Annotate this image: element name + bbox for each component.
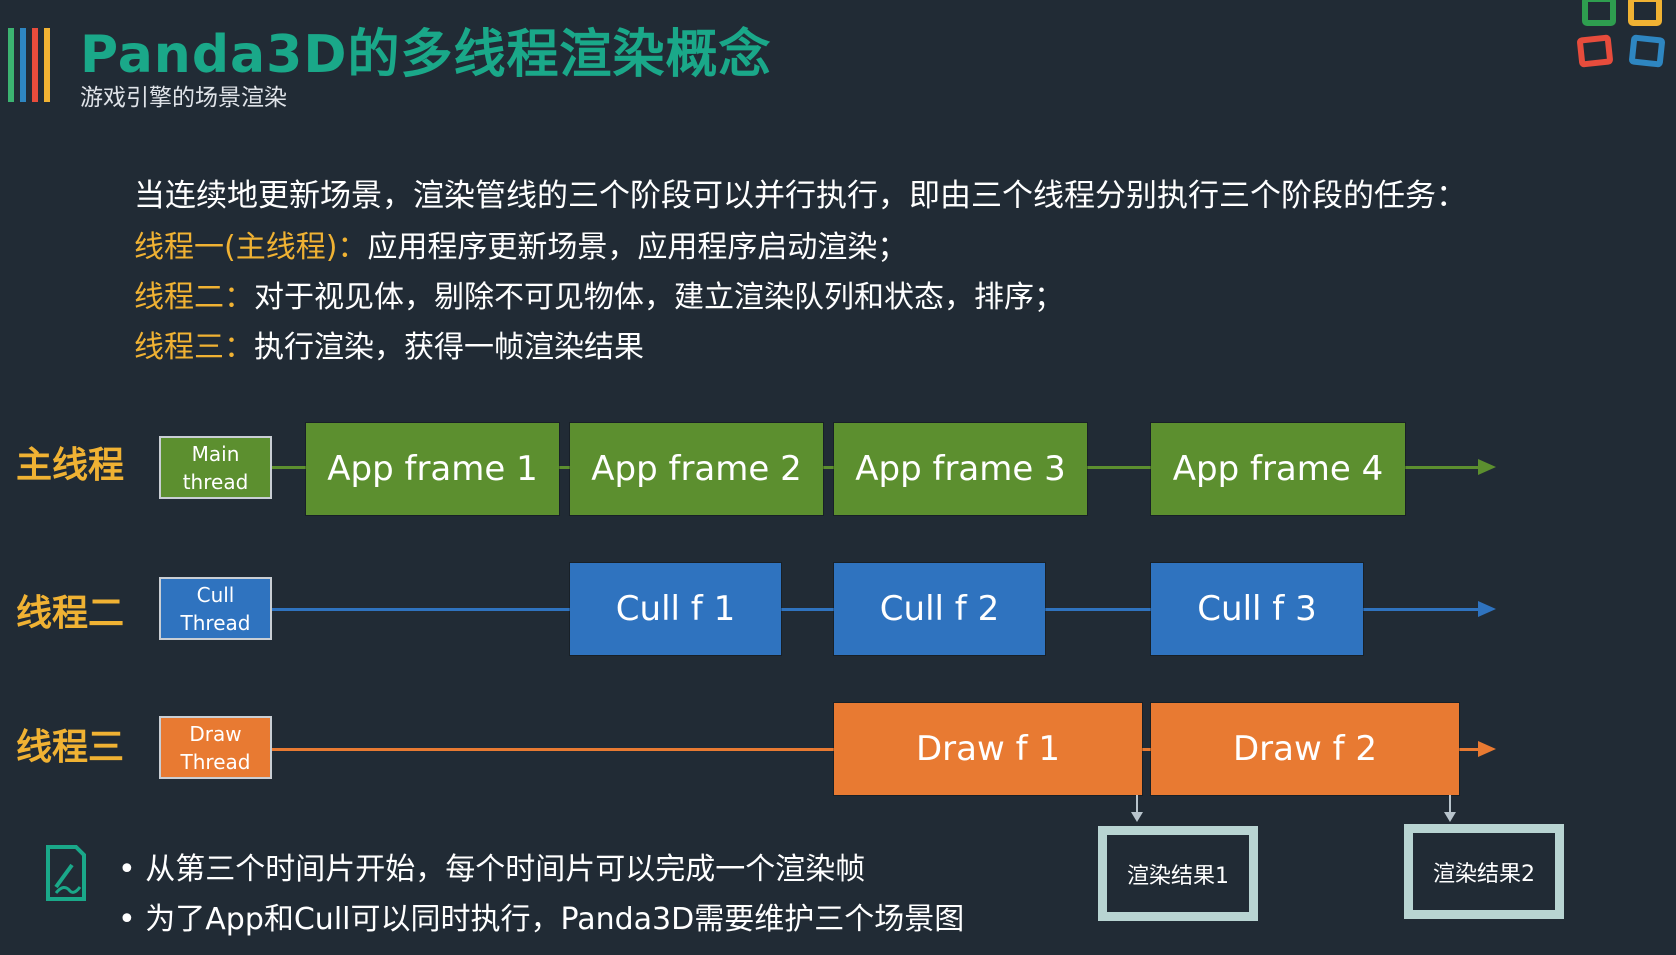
cull-thread-box: Cull Thread xyxy=(159,577,272,640)
note-item-1: • 从第三个时间片开始，每个时间片可以完成一个渲染帧 xyxy=(118,844,865,888)
thread-desc-label: 线程二： xyxy=(134,280,254,315)
result-connector xyxy=(1449,795,1451,815)
arrow-right-icon xyxy=(1478,601,1496,617)
accent-bar-green xyxy=(8,28,14,102)
app-frame-block: App frame 2 xyxy=(570,423,823,515)
arrow-down-icon xyxy=(1131,812,1143,822)
edit-note-icon xyxy=(46,845,86,901)
note-item-2: • 为了App和Cull可以同时执行，Panda3D需要维护三个场景图 xyxy=(118,894,964,938)
app-frame-block: App frame 4 xyxy=(1151,423,1405,515)
render-result-box: 渲染结果2 xyxy=(1404,824,1564,919)
arrow-right-icon xyxy=(1478,459,1496,475)
arrow-down-icon xyxy=(1444,812,1456,822)
thread-desc-label: 线程三： xyxy=(134,330,254,365)
bullet-icon: • xyxy=(118,852,136,887)
accent-bar-red xyxy=(32,28,38,102)
accent-bar-blue xyxy=(20,28,26,102)
lane-label-draw: 线程三 xyxy=(16,727,125,768)
render-result-box: 渲染结果1 xyxy=(1098,826,1258,921)
lane-label-main: 主线程 xyxy=(16,445,125,486)
app-frame-block: App frame 1 xyxy=(306,423,559,515)
accent-bar-yellow xyxy=(44,28,50,102)
draw-block: Draw f 2 xyxy=(1151,703,1459,795)
arrow-right-icon xyxy=(1478,741,1496,757)
draw-block: Draw f 1 xyxy=(834,703,1142,795)
note-text: 从第三个时间片开始，每个时间片可以完成一个渲染帧 xyxy=(145,852,866,887)
cull-block: Cull f 2 xyxy=(834,563,1045,655)
thread-desc-3: 线程三：执行渲染，获得一帧渲染结果 xyxy=(134,322,644,366)
cull-block: Cull f 1 xyxy=(570,563,781,655)
page-subtitle: 游戏引擎的场景渲染 xyxy=(80,85,287,111)
thread-desc-2: 线程二：对于视见体，剔除不可见物体，建立渲染队列和状态，排序； xyxy=(134,272,1064,316)
thread-desc-text: 对于视见体，剔除不可见物体，建立渲染队列和状态，排序； xyxy=(254,280,1064,315)
note-text: 为了App和Cull可以同时执行，Panda3D需要维护三个场景图 xyxy=(145,902,965,937)
thread-desc-text: 执行渲染，获得一帧渲染结果 xyxy=(254,330,644,365)
thread-desc-text: 应用程序更新场景，应用程序启动渲染； xyxy=(367,230,908,265)
cull-block: Cull f 3 xyxy=(1151,563,1363,655)
bullet-icon: • xyxy=(118,902,136,937)
thread-desc-label: 线程一(主线程)： xyxy=(134,230,368,265)
result-connector xyxy=(1136,795,1138,815)
app-frame-block: App frame 3 xyxy=(834,423,1087,515)
page-title: Panda3D的多线程渲染概念 xyxy=(80,25,772,85)
lane-label-cull: 线程二 xyxy=(16,593,125,634)
main-thread-box: Main thread xyxy=(159,436,272,499)
intro-text: 当连续地更新场景，渲染管线的三个阶段可以并行执行，即由三个线程分别执行三个阶段的… xyxy=(134,178,1467,214)
draw-thread-box: Draw Thread xyxy=(159,716,272,779)
thread-desc-1: 线程一(主线程)：应用程序更新场景，应用程序启动渲染； xyxy=(134,222,907,266)
